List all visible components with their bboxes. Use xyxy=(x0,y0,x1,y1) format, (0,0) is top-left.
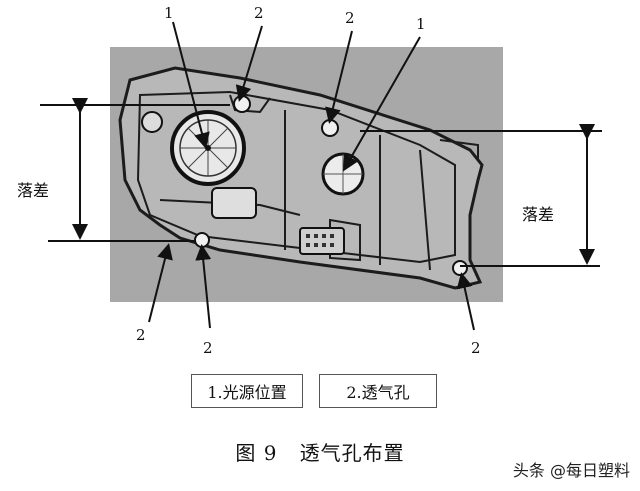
callout-vent-top-left: 2 xyxy=(254,4,264,22)
callout-light-source-right: 1 xyxy=(416,15,426,33)
legend-vent-hole: 2.透气孔 xyxy=(319,374,437,408)
callout-light-source-left: 1 xyxy=(164,4,174,22)
connector-pins xyxy=(306,234,334,247)
connector xyxy=(299,227,345,255)
vent-cap-top-middle xyxy=(321,119,339,137)
projector-lens xyxy=(170,110,246,186)
watermark: 头条 @每日塑料 xyxy=(512,461,630,480)
secondary-lamp xyxy=(321,152,365,196)
bulb-socket xyxy=(211,187,257,219)
vent-cap-top-left xyxy=(233,95,251,113)
leader-arrows xyxy=(148,21,475,331)
callout-vent-bottom-right: 2 xyxy=(471,339,481,357)
legend-light-source: 1.光源位置 xyxy=(191,374,303,408)
vent-cap-bottom-left xyxy=(194,232,210,248)
height-difference-label-right: 落差 xyxy=(522,205,555,224)
adjuster-screw xyxy=(141,111,163,133)
figure-caption: 图 9 透气孔布置 xyxy=(235,441,405,465)
callout-vent-bottom-left: 2 xyxy=(136,326,146,344)
callout-vent-top-middle: 2 xyxy=(345,9,355,27)
callout-vent-bottom-middle: 2 xyxy=(203,339,213,357)
height-difference-label-left: 落差 xyxy=(17,181,50,200)
vent-cap-bottom-right xyxy=(452,260,468,276)
